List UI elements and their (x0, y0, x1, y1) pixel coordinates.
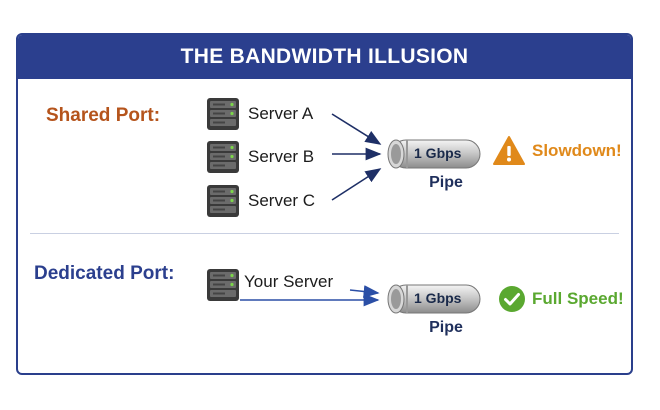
shared-pipe-caption: Pipe (429, 174, 463, 191)
dedicated-pipe-bandwidth: 1 Gbps (414, 290, 462, 306)
server-icon (207, 141, 239, 173)
check-circle-icon (499, 286, 525, 312)
dedicated-status-text: Full Speed! (532, 289, 624, 308)
server-b: Server B (206, 140, 314, 174)
arrow-your-server-upper (349, 285, 380, 298)
server-c: Server C (206, 184, 315, 218)
shared-pipe: 1 Gbps (384, 137, 488, 176)
connector-arrows (240, 113, 382, 307)
server-b-label: Server B (248, 147, 315, 166)
shared-status-text: Slowdown! (532, 141, 622, 160)
server-icon (207, 185, 239, 217)
pipe-icon (387, 139, 481, 169)
your-server (206, 268, 240, 302)
diagram-title-bar: THE BANDWIDTH ILLUSION (18, 35, 631, 79)
arrow-server-c (331, 168, 382, 201)
server-c-label: Server C (248, 191, 316, 210)
dedicated-pipe: 1 Gbps (384, 282, 488, 321)
server-a-label: Server A (248, 104, 314, 123)
server-icon (207, 269, 239, 301)
diagram-title: THE BANDWIDTH ILLUSION (180, 45, 469, 68)
section-divider (30, 233, 619, 234)
diagram-card: THE BANDWIDTH ILLUSION Shared Port: (16, 33, 633, 375)
shared-port-label: Shared Port: (46, 105, 161, 126)
server-icon (207, 98, 239, 130)
shared-pipe-bandwidth: 1 Gbps (414, 145, 462, 161)
server-a: Server A (206, 97, 313, 131)
pipe-icon (387, 284, 481, 314)
warning-icon (493, 136, 525, 165)
your-server-label: Your Server (244, 272, 334, 291)
dedicated-port-label: Dedicated Port: (34, 263, 175, 284)
dedicated-pipe-caption: Pipe (429, 319, 463, 336)
shared-status: Slowdown! (492, 135, 622, 167)
arrow-server-a (331, 113, 382, 145)
dedicated-status: Full Speed! (498, 285, 624, 313)
